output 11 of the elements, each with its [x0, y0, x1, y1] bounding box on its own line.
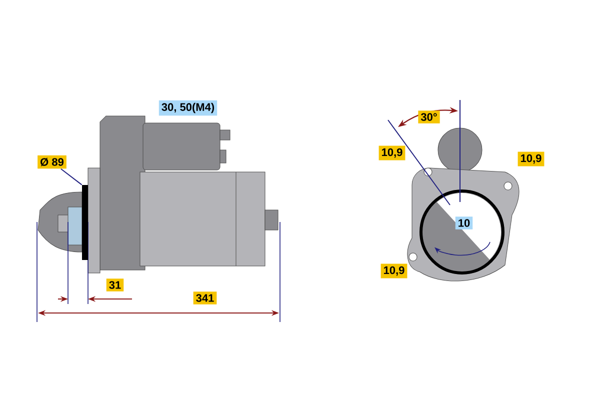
- dimension-label: 10,9: [378, 146, 406, 160]
- flange-gasket: [82, 185, 88, 260]
- dimension-label: 30°: [418, 110, 440, 124]
- dimension-label: 10,9: [380, 264, 408, 278]
- dimension-label: 31: [106, 278, 124, 292]
- dimension-label: 10,9: [518, 152, 544, 166]
- dimension-label: 341: [193, 292, 217, 304]
- leader-line: [60, 168, 82, 186]
- dimension-label: Ø 89: [38, 155, 66, 169]
- dimension-label: 10: [455, 216, 473, 230]
- dimension-label: 30, 50(M4): [158, 100, 218, 116]
